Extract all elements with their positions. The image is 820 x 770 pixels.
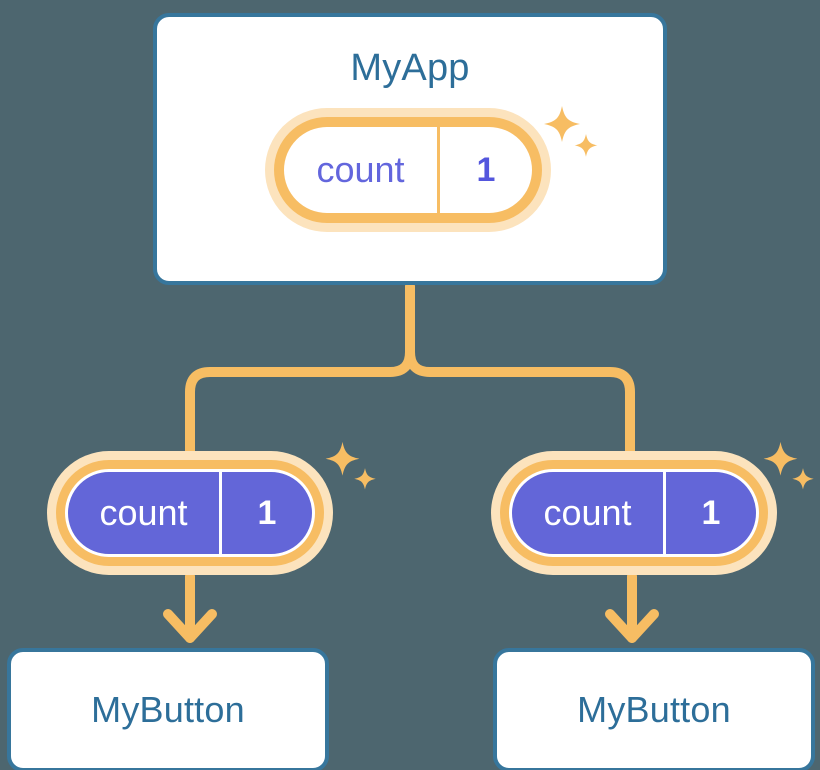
branch-connector-right-icon [405, 347, 635, 457]
component-label: MyButton [577, 689, 731, 730]
branch-connector-icon [185, 281, 415, 457]
state-value-label: 1 [663, 472, 756, 554]
component-label: MyButton [91, 689, 245, 730]
state-key-label: count [316, 149, 405, 190]
state-value-label: 1 [219, 472, 312, 554]
state-pill-myapp[interactable]: count 1 [265, 108, 551, 232]
pill-body: count 1 [65, 469, 315, 557]
arrow-down-right-icon [605, 609, 659, 643]
state-key-label: count [543, 492, 632, 533]
pill-body: count 1 [284, 127, 532, 213]
state-pill-child-left[interactable]: count 1 [47, 451, 333, 575]
state-key-label: count [99, 492, 188, 533]
arrow-down-icon [163, 609, 217, 643]
component-card-mybutton-right[interactable]: MyButton [493, 648, 815, 770]
state-value-label: 1 [437, 127, 532, 213]
state-pill-child-right[interactable]: count 1 [491, 451, 777, 575]
page-title: MyApp [350, 47, 470, 89]
pill-body: count 1 [509, 469, 759, 557]
component-card-mybutton-left[interactable]: MyButton [7, 648, 329, 770]
